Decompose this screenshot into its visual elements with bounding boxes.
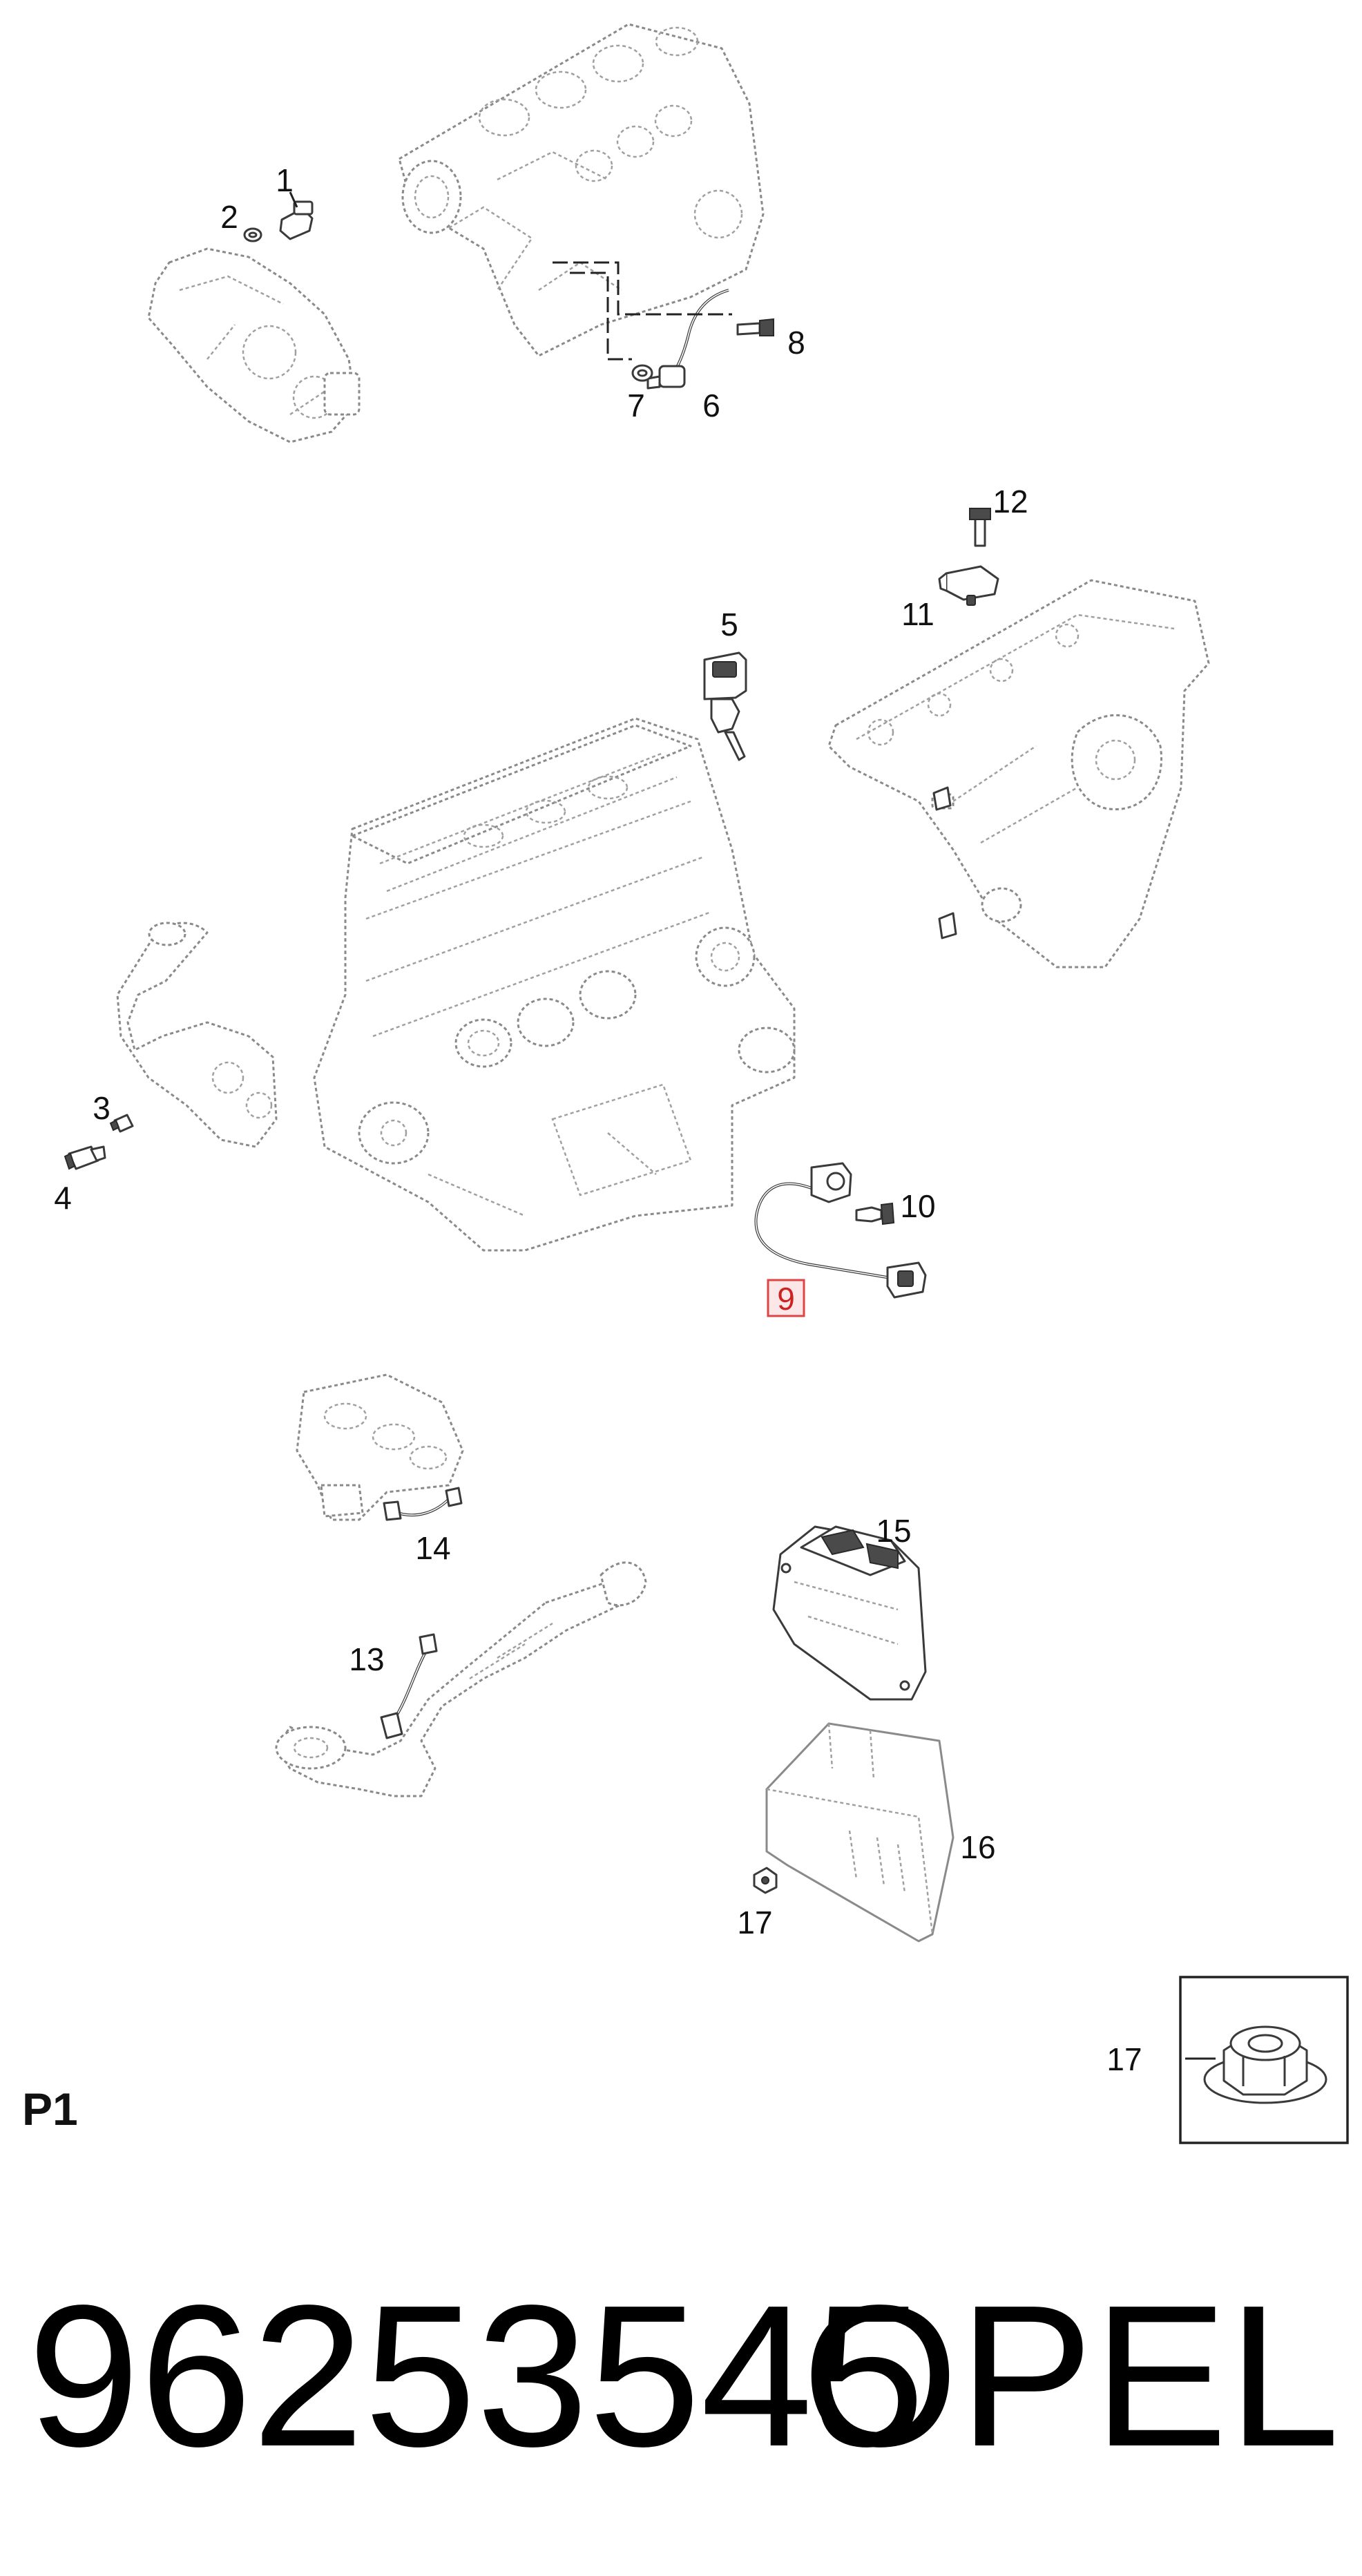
flange-nut-part	[753, 1867, 778, 1894]
ignition-coil-part	[703, 651, 747, 761]
callout-17: 17	[737, 1905, 772, 1940]
flange-nut-detail	[1203, 2025, 1327, 2104]
oil-pump-housing	[147, 247, 361, 443]
downstream-o2-sensor-part	[380, 1633, 438, 1739]
seal-ring-part	[631, 364, 653, 382]
callout-9: 9	[777, 1281, 795, 1317]
callout-4: 4	[54, 1180, 72, 1216]
callout-12: 12	[992, 484, 1028, 519]
callout-5: 5	[720, 607, 738, 642]
assembly-line-7	[570, 271, 632, 361]
oil-pressure-sender-part	[279, 191, 314, 240]
knock-sensor-bolt-part	[855, 1202, 895, 1225]
callout-11: 11	[901, 596, 934, 632]
sensor-harness-part	[646, 289, 729, 390]
callout-17-inset: 17	[1106, 2041, 1142, 2077]
exhaust-manifold	[296, 1373, 464, 1521]
callout-3: 3	[93, 1090, 111, 1126]
engine-block-top	[398, 23, 765, 357]
map-sensor-part	[938, 565, 999, 606]
brand-name: OPEL	[802, 2263, 1340, 2488]
callout-14: 14	[415, 1530, 450, 1566]
exhaust-front-pipe	[275, 1561, 647, 1797]
intake-manifold	[827, 579, 1210, 969]
page-label: P1	[22, 2083, 78, 2135]
engine-control-unit-part	[772, 1525, 927, 1701]
callout-7: 7	[627, 388, 645, 423]
callout-15: 15	[876, 1513, 911, 1549]
sensor-bolt-part	[969, 508, 991, 547]
engine-block-main	[313, 717, 796, 1252]
callout-6: 6	[702, 388, 720, 423]
callout-13: 13	[349, 1641, 384, 1677]
callout-2: 2	[220, 199, 238, 235]
water-outlet-housing	[116, 922, 278, 1148]
washer-part	[243, 227, 262, 242]
callout-10: 10	[900, 1188, 935, 1224]
bolt-part	[736, 318, 774, 336]
callout-1: 1	[276, 162, 294, 198]
temperature-sensor-part	[109, 1114, 134, 1133]
manifold-stud	[932, 786, 957, 939]
ecu-bracket-part	[765, 1722, 955, 1943]
callout-16: 16	[960, 1829, 995, 1865]
upstream-o2-sensor-part	[383, 1487, 463, 1521]
assembly-line-8	[553, 261, 732, 316]
coolant-sensor-part	[64, 1145, 106, 1170]
knock-sensor-part	[754, 1162, 927, 1299]
part-number: 96253545	[28, 2263, 925, 2488]
callout-8: 8	[787, 325, 805, 361]
callout-9-highlight	[767, 1279, 805, 1317]
